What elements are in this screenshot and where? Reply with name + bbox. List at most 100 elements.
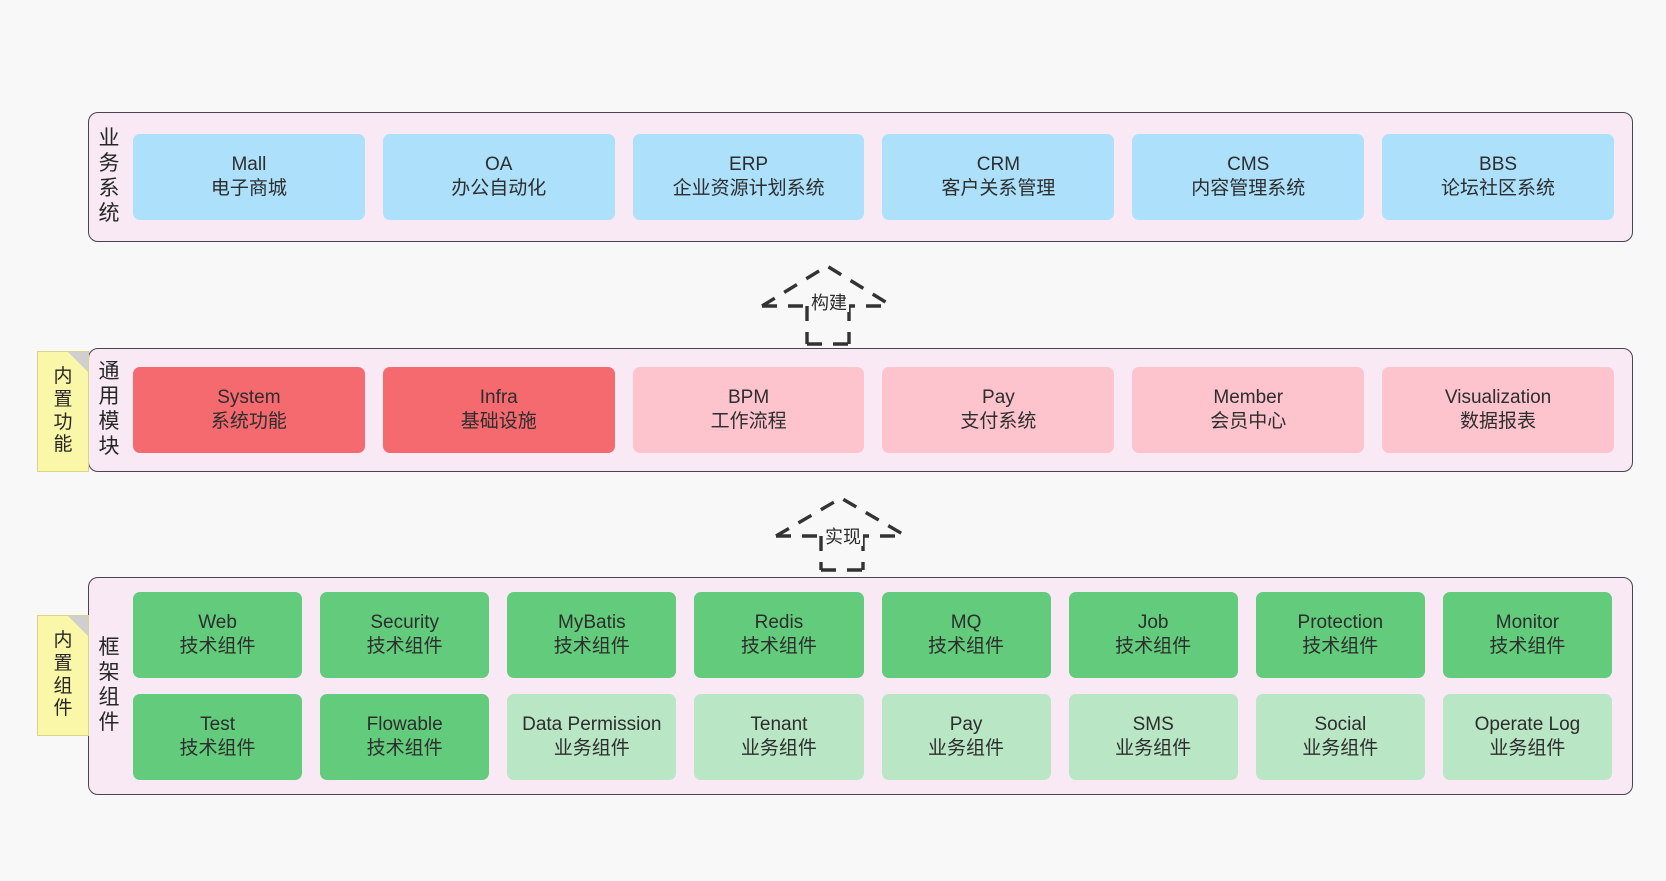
component-card-title: Web [198, 612, 237, 634]
module-card-subtitle: 会员中心 [1210, 411, 1287, 432]
component-card-mybatis[interactable]: MyBatis 技术组件 [507, 592, 677, 678]
layer-framework-components[interactable]: 框 架 组 件 Web 技术组件 Security 技术组件 MyBatis 技… [88, 577, 1633, 795]
module-card-subtitle: 客户关系管理 [941, 178, 1056, 199]
note-char: 能 [53, 434, 73, 456]
module-card-member[interactable]: Member 会员中心 [1132, 367, 1365, 453]
layer-title-char: 系 [98, 177, 120, 200]
module-card-title: BPM [727, 387, 770, 409]
module-card-visualization[interactable]: Visualization 数据报表 [1382, 367, 1614, 453]
layer-row: Web 技术组件 Security 技术组件 MyBatis 技术组件 Redi… [133, 592, 1612, 678]
component-card-title: Test [200, 714, 235, 736]
module-card-infra[interactable]: Infra 基础设施 [382, 367, 615, 453]
component-card-data-permission[interactable]: Data Permission 业务组件 [507, 694, 677, 780]
connector-label-build: 构建 [809, 293, 849, 313]
component-card-subtitle: 业务组件 [740, 738, 817, 759]
layer-title-char: 块 [98, 434, 120, 458]
component-card-title: Flowable [366, 714, 443, 736]
component-card-redis[interactable]: Redis 技术组件 [694, 592, 864, 678]
module-card-system[interactable]: System 系统功能 [133, 367, 365, 453]
module-card-subtitle: 电子商城 [210, 178, 287, 199]
component-card-sms[interactable]: SMS 业务组件 [1068, 694, 1238, 780]
component-card-pay[interactable]: Pay 业务组件 [881, 694, 1051, 780]
component-card-subtitle: 技术组件 [366, 738, 443, 759]
built-in-components-note[interactable]: 内 置 组 件 [37, 615, 89, 736]
module-card-subtitle: 内容管理系统 [1191, 178, 1306, 199]
component-card-title: Social [1314, 714, 1367, 736]
module-card-pay[interactable]: Pay 支付系统 [882, 367, 1115, 453]
module-card-title: ERP [729, 154, 769, 176]
component-card-social[interactable]: Social 业务组件 [1255, 694, 1425, 780]
layer-title-char: 业 [98, 127, 120, 151]
module-card-cms[interactable]: CMS 内容管理系统 [1132, 134, 1365, 220]
component-card-title: Tenant [750, 714, 808, 736]
module-card-crm[interactable]: CRM 客户关系管理 [882, 134, 1115, 220]
component-card-title: Redis [754, 612, 804, 634]
component-card-security[interactable]: Security 技术组件 [320, 592, 490, 678]
layer-row: Test 技术组件 Flowable 技术组件 Data Permission … [133, 694, 1612, 780]
component-card-title: MQ [950, 612, 982, 634]
module-card-title: Pay [982, 387, 1015, 409]
layer-business-systems[interactable]: 业 务 系 统 Mall 电子商城 OA 办公自动化 ERP 企业资源计划系统 [88, 112, 1633, 242]
connector-implement: 实现 [766, 492, 916, 572]
layer-title-business-systems: 业 务 系 统 [89, 113, 129, 241]
component-card-job[interactable]: Job 技术组件 [1068, 592, 1238, 678]
connector-label-implement: 实现 [823, 527, 863, 547]
module-card-title: Infra [479, 387, 518, 409]
module-card-title: Member [1213, 387, 1284, 409]
layer-title-common-modules: 通 用 模 块 [89, 349, 129, 471]
component-card-tenant[interactable]: Tenant 业务组件 [694, 694, 864, 780]
layer-title-char: 框 [98, 636, 120, 660]
layer-body-framework-components: Web 技术组件 Security 技术组件 MyBatis 技术组件 Redi… [129, 578, 1632, 794]
layer-title-char: 统 [98, 201, 120, 225]
module-card-title: System [217, 387, 281, 409]
component-card-protection[interactable]: Protection 技术组件 [1255, 592, 1425, 678]
layer-title-char: 务 [98, 152, 120, 176]
layer-row: Mall 电子商城 OA 办公自动化 ERP 企业资源计划系统 CRM 客户关系… [133, 134, 1614, 220]
component-card-subtitle: 技术组件 [179, 738, 256, 759]
module-card-bpm[interactable]: BPM 工作流程 [632, 367, 865, 453]
component-card-title: MyBatis [558, 612, 626, 634]
component-card-subtitle: 业务组件 [1489, 738, 1566, 759]
module-card-oa[interactable]: OA 办公自动化 [382, 134, 615, 220]
module-card-bbs[interactable]: BBS 论坛社区系统 [1382, 134, 1614, 220]
layer-body-business-systems: Mall 电子商城 OA 办公自动化 ERP 企业资源计划系统 CRM 客户关系… [129, 113, 1632, 241]
module-card-mall[interactable]: Mall 电子商城 [133, 134, 365, 220]
component-card-title: SMS [1132, 714, 1174, 736]
module-card-subtitle: 数据报表 [1460, 411, 1537, 432]
component-card-title: Operate Log [1474, 714, 1581, 736]
component-card-subtitle: 业务组件 [1115, 738, 1192, 759]
note-fold-icon [68, 352, 88, 372]
layer-common-modules[interactable]: 通 用 模 块 System 系统功能 Infra 基础设施 BPM 工作流程 [88, 348, 1633, 472]
component-card-subtitle: 技术组件 [1302, 636, 1379, 657]
connector-build: 构建 [752, 258, 902, 346]
component-card-flowable[interactable]: Flowable 技术组件 [320, 694, 490, 780]
component-card-web[interactable]: Web 技术组件 [133, 592, 303, 678]
component-card-subtitle: 技术组件 [366, 636, 443, 657]
layer-title-framework-components: 框 架 组 件 [89, 578, 129, 794]
layer-body-common-modules: System 系统功能 Infra 基础设施 BPM 工作流程 Pay 支付系统… [129, 349, 1632, 471]
component-card-subtitle: 业务组件 [1302, 738, 1379, 759]
component-card-mq[interactable]: MQ 技术组件 [881, 592, 1051, 678]
module-card-subtitle: 工作流程 [710, 411, 787, 432]
built-in-functions-note[interactable]: 内 置 功 能 [37, 351, 89, 472]
module-card-subtitle: 支付系统 [960, 411, 1037, 432]
component-card-title: Job [1137, 612, 1169, 634]
module-card-title: Mall [231, 154, 267, 176]
component-card-operate-log[interactable]: Operate Log 业务组件 [1442, 694, 1612, 780]
module-card-subtitle: 论坛社区系统 [1441, 178, 1556, 199]
module-card-subtitle: 系统功能 [210, 411, 287, 432]
component-card-test[interactable]: Test 技术组件 [133, 694, 303, 780]
component-card-subtitle: 业务组件 [553, 738, 630, 759]
component-card-monitor[interactable]: Monitor 技术组件 [1442, 592, 1612, 678]
component-card-subtitle: 业务组件 [928, 738, 1005, 759]
component-card-title: Data Permission [522, 714, 662, 736]
component-card-subtitle: 技术组件 [740, 636, 817, 657]
module-card-title: BBS [1479, 154, 1518, 176]
module-card-subtitle: 办公自动化 [451, 178, 547, 199]
component-card-title: Pay [949, 714, 983, 736]
module-card-erp[interactable]: ERP 企业资源计划系统 [632, 134, 865, 220]
component-card-subtitle: 技术组件 [553, 636, 630, 657]
note-fold-icon [68, 616, 88, 636]
note-char: 组 [53, 675, 73, 697]
